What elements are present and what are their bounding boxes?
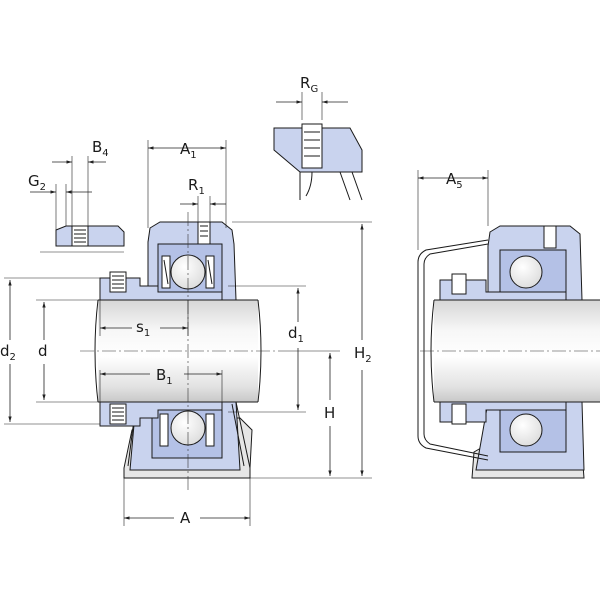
- lubrication-detail: [273, 123, 363, 201]
- label-d2: d2: [0, 342, 16, 363]
- grease-nipple-top: [197, 221, 211, 245]
- label-s1: s1: [136, 318, 150, 339]
- label-H2: H2: [354, 344, 372, 365]
- main-sectional-view: [80, 212, 278, 490]
- set-screw-detail: [40, 225, 125, 253]
- label-A5: A5: [446, 170, 463, 191]
- dimension-labels: RG B4 G2 A1 R1 A5 s1 d1 d2 d H2 H B1 A: [0, 74, 463, 527]
- label-B4: B4: [92, 138, 109, 159]
- label-d1: d1: [288, 324, 304, 345]
- label-H: H: [324, 404, 335, 422]
- label-R1: R1: [188, 176, 205, 197]
- dimension-lines: [4, 92, 489, 526]
- set-screw-bottom: [109, 403, 127, 425]
- side-sectional-view: [417, 225, 600, 479]
- label-A: A: [180, 509, 191, 527]
- set-screw-top: [109, 271, 127, 293]
- label-G2: G2: [28, 172, 46, 193]
- label-d: d: [38, 342, 48, 360]
- label-B1: B1: [156, 366, 173, 387]
- label-A1: A1: [180, 140, 197, 161]
- label-RG: RG: [300, 74, 318, 95]
- end-cover: [417, 239, 489, 461]
